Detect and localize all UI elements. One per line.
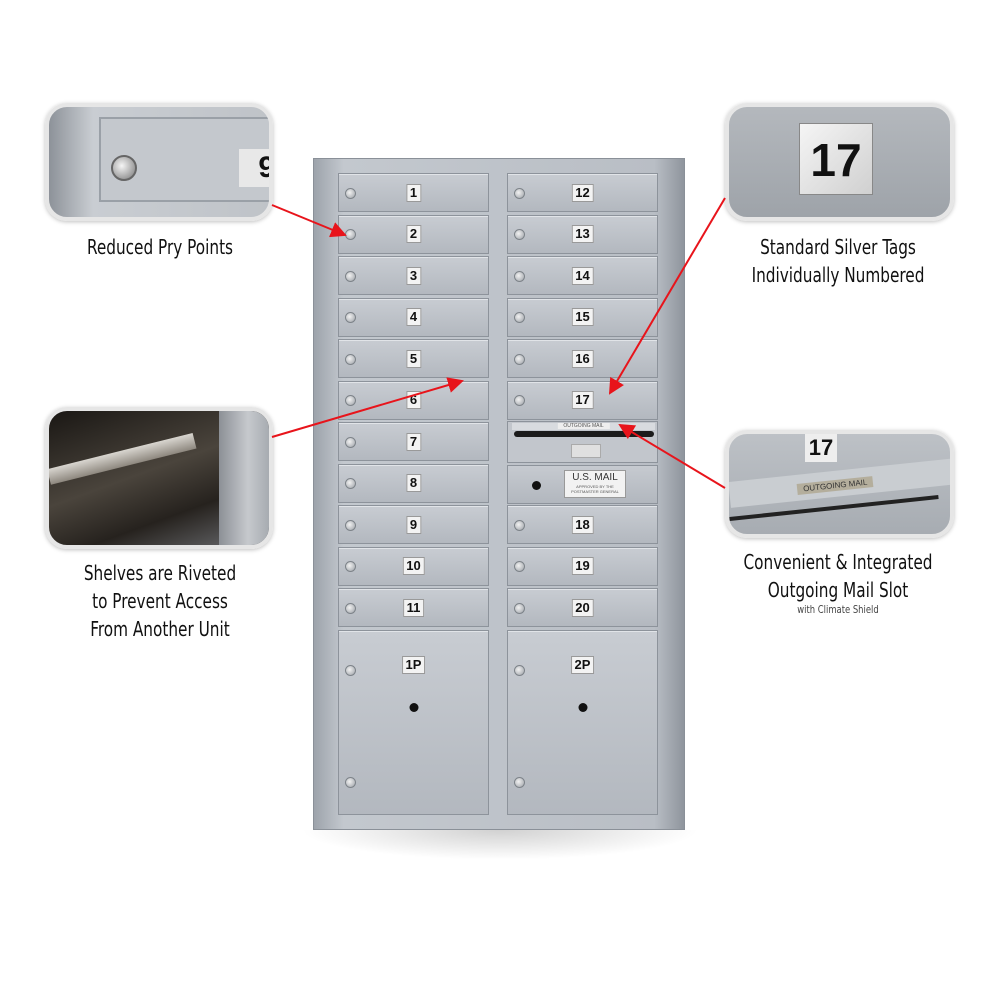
us-mail-panel: U.S. MAIL APPROVED BY THE POSTMASTER GEN… xyxy=(507,465,658,504)
callout-image-silver-tags: 17 xyxy=(725,103,954,221)
mailbox-door[interactable]: 12 xyxy=(507,173,658,212)
door-number-tag: 15 xyxy=(571,308,594,326)
door-number-tag: 14 xyxy=(571,266,594,285)
lock-icon[interactable] xyxy=(514,187,525,199)
lock-icon[interactable] xyxy=(514,777,525,788)
lock-icon[interactable] xyxy=(345,353,356,365)
lock-icon[interactable] xyxy=(345,777,356,788)
door-number-tag: 17 xyxy=(571,391,594,409)
lock-icon[interactable] xyxy=(514,665,525,676)
door-number-tag: 4 xyxy=(405,308,422,326)
mailbox-door[interactable]: 16 xyxy=(507,339,658,378)
door-number-tag: 18 xyxy=(571,515,594,534)
door-number-tag: 3 xyxy=(405,266,422,285)
caption-line: Shelves are Riveted xyxy=(83,561,237,585)
parcel-locker-door[interactable]: 2P xyxy=(507,630,658,815)
mailbox-door[interactable]: 9 xyxy=(338,505,489,544)
keyhole-icon xyxy=(409,703,418,712)
arrow-slot xyxy=(618,423,726,489)
lock-icon[interactable] xyxy=(345,561,356,572)
mailbox-door[interactable]: 17 xyxy=(507,380,658,420)
arrow-shelves xyxy=(271,377,464,438)
arrow-pry-points xyxy=(271,204,347,238)
door-number-tag: 9 xyxy=(405,515,422,534)
caption-line: Standard Silver Tags xyxy=(760,235,916,259)
parcel-locker-door[interactable]: 1P xyxy=(338,630,489,815)
us-mail-title: U.S. MAIL xyxy=(572,472,618,483)
mailbox-door[interactable]: 4 xyxy=(338,297,489,337)
mailbox-door[interactable]: 15 xyxy=(507,297,658,337)
mailbox-door[interactable]: 2 xyxy=(338,214,489,254)
door-number-tag: 16 xyxy=(571,349,594,368)
lock-icon[interactable] xyxy=(514,519,525,531)
mailbox-door[interactable]: 8 xyxy=(338,463,489,503)
lock-icon[interactable] xyxy=(345,665,356,676)
mailbox-door[interactable]: 20 xyxy=(507,588,658,627)
mailbox-shadow xyxy=(300,830,700,860)
mailbox-door[interactable]: 18 xyxy=(507,505,658,544)
us-mail-subtitle: APPROVED BY THE POSTMASTER GENERAL xyxy=(571,484,619,494)
lock-icon[interactable] xyxy=(514,561,525,572)
caption-line: From Another Unit xyxy=(90,617,230,641)
number-tag: 17 xyxy=(799,123,873,195)
caption-subtext: with Climate Shield xyxy=(797,603,879,616)
lock-icon xyxy=(111,155,137,181)
keyhole-icon xyxy=(578,703,587,712)
lock-icon[interactable] xyxy=(345,436,356,448)
door-number-tag: 12 xyxy=(571,183,594,202)
lock-icon[interactable] xyxy=(345,312,356,323)
mailbox-door[interactable]: 14 xyxy=(507,256,658,295)
callout-image-outgoing-slot: 17 OUTGOING MAIL xyxy=(725,430,954,538)
lock-icon[interactable] xyxy=(345,602,356,614)
number-tag: 9 xyxy=(239,149,269,187)
callout-image-pry-points: 9 xyxy=(45,103,273,221)
mailbox-door[interactable]: 5 xyxy=(338,339,489,378)
mailbox-door[interactable]: 13 xyxy=(507,214,658,254)
mailbox-door[interactable]: 3 xyxy=(338,256,489,295)
door-number-tag: 1 xyxy=(405,183,422,202)
caption-outgoing-slot: Convenient & Integrated Outgoing Mail Sl… xyxy=(736,548,940,616)
lock-icon[interactable] xyxy=(514,270,525,282)
callout-image-riveted-shelves xyxy=(45,407,273,549)
lock-icon[interactable] xyxy=(345,478,356,489)
outgoing-mail-label: OUTGOING MAIL xyxy=(557,423,610,429)
caption-line: Outgoing Mail Slot xyxy=(767,578,909,602)
door-number-tag: 10 xyxy=(402,557,425,575)
lock-icon[interactable] xyxy=(345,187,356,199)
door-number-tag: 19 xyxy=(571,557,594,575)
lock-icon[interactable] xyxy=(514,395,525,406)
caption-silver-tags: Standard Silver Tags Individually Number… xyxy=(736,233,940,289)
lock-icon[interactable] xyxy=(345,395,356,406)
door-number-tag: 7 xyxy=(405,432,422,451)
door-number-tag: 1P xyxy=(401,656,426,674)
lock-icon[interactable] xyxy=(514,602,525,614)
door-number-tag: 2 xyxy=(405,225,422,243)
door-number-tag: 2P xyxy=(570,656,595,674)
door-number-tag: 11 xyxy=(402,598,425,617)
mailbox-door[interactable]: 1 xyxy=(338,173,489,212)
door-number-tag: 20 xyxy=(571,598,594,617)
caption-line: Individually Numbered xyxy=(751,263,925,287)
caption-line: to Prevent Access xyxy=(92,589,228,613)
lock-icon[interactable] xyxy=(345,519,356,531)
door-number-tag: 5 xyxy=(405,349,422,368)
lock-icon[interactable] xyxy=(514,229,525,240)
lock-icon[interactable] xyxy=(514,312,525,323)
door-number-tag: 8 xyxy=(405,474,422,492)
lock-icon[interactable] xyxy=(514,353,525,365)
mailbox-door[interactable]: 7 xyxy=(338,422,489,461)
arrow-tags xyxy=(608,197,726,395)
caption-line: Convenient & Integrated xyxy=(743,550,933,574)
mailbox-door[interactable]: 19 xyxy=(507,546,658,586)
caption-riveted-shelves: Shelves are Riveted to Prevent Access Fr… xyxy=(58,559,262,643)
mailbox-door[interactable]: 10 xyxy=(338,546,489,586)
number-tag: 17 xyxy=(805,434,837,462)
lock-icon[interactable] xyxy=(345,270,356,282)
mailbox-door[interactable]: 11 xyxy=(338,588,489,627)
caption-pry-points: Reduced Pry Points xyxy=(86,235,234,259)
door-number-tag: 13 xyxy=(571,225,594,243)
